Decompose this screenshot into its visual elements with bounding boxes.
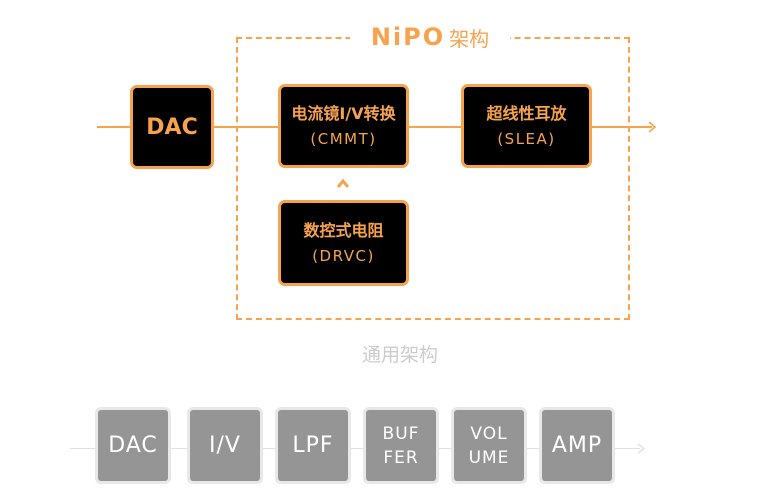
block-drvc-abbr: (DRVC)	[312, 247, 375, 265]
generic-output-arrow-icon	[637, 443, 645, 454]
block-cmmt-abbr: (CMMT)	[310, 130, 377, 148]
block-dac-label: DAC	[146, 114, 198, 140]
block-cmmt: 电流镜I/V转换 (CMMT)	[278, 84, 409, 168]
signal-line-cmmt-to-slea	[407, 126, 463, 128]
block-slea-abbr: (SLEA)	[497, 130, 556, 148]
generic-block-iv: I/V	[187, 407, 263, 484]
generic-block-label: I/V	[209, 433, 241, 458]
block-slea: 超线性耳放 (SLEA)	[461, 84, 592, 168]
generic-architecture-caption: 通用架构	[361, 344, 438, 366]
generic-block-buffer: BUF FER	[363, 407, 439, 484]
signal-line-dac-to-cmmt	[212, 126, 280, 128]
generic-signal-line	[70, 448, 640, 449]
generic-block-label: LPF	[292, 433, 334, 458]
output-arrow-icon	[648, 121, 657, 133]
nipo-architecture-title: NiPO 架构	[350, 20, 510, 54]
block-drvc: 数控式电阻 (DRVC)	[278, 200, 409, 286]
block-drvc-title: 数控式电阻	[303, 221, 384, 240]
generic-block-label-line2: FER	[383, 447, 419, 468]
block-dac: DAC	[130, 85, 214, 169]
generic-block-dac: DAC	[95, 407, 171, 484]
generic-block-label-line1: VOL	[470, 423, 508, 444]
generic-block-label: AMP	[551, 433, 603, 458]
signal-line-input	[97, 126, 132, 128]
caret-up-icon	[337, 178, 349, 188]
block-cmmt-title: 电流镜I/V转换	[291, 104, 396, 123]
generic-block-label-line1: BUF	[382, 423, 420, 444]
architecture-title-text: 架构	[449, 26, 490, 51]
generic-block-label: DAC	[108, 433, 158, 458]
block-slea-title: 超线性耳放	[486, 104, 567, 123]
generic-block-volume: VOL UME	[451, 407, 527, 484]
nipo-logo: NiPO	[370, 23, 446, 51]
generic-block-lpf: LPF	[275, 407, 351, 484]
signal-line-output	[590, 126, 652, 128]
generic-block-amp: AMP	[539, 407, 615, 484]
generic-block-label-line2: UME	[468, 447, 510, 468]
